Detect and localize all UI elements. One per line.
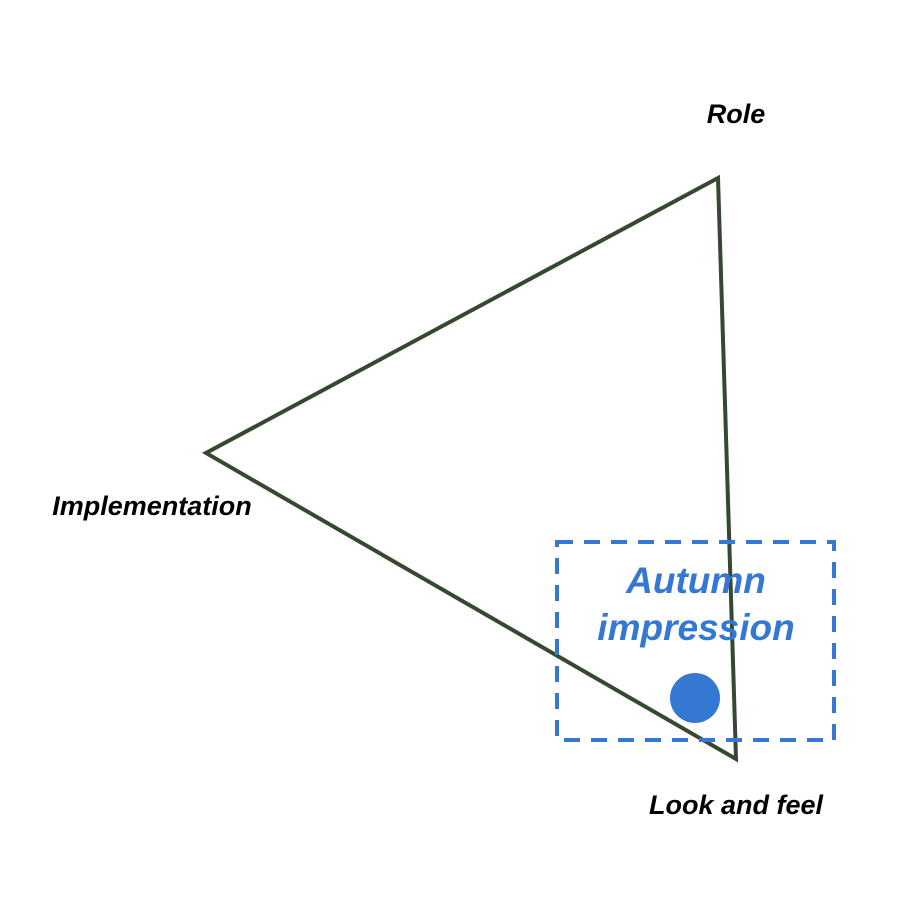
vertex-label-implementation: Implementation (52, 491, 252, 521)
callout-box (555, 540, 836, 742)
triangle-outline (201, 174, 739, 763)
position-marker (670, 673, 720, 723)
callout-title-line-1: Autumn (625, 560, 766, 601)
vertex-label-role: Role (707, 99, 766, 129)
vertex-label-look-and-feel: Look and feel (649, 790, 824, 820)
callout-title-line-2: impression (597, 607, 794, 648)
